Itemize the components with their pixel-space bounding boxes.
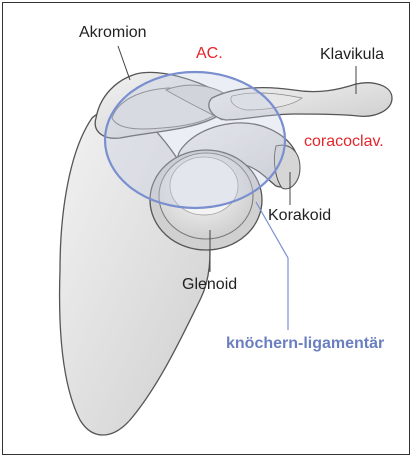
label-ac: AC. — [196, 45, 223, 62]
overlay-ring — [105, 72, 285, 208]
label-akromion: Akromion — [79, 24, 147, 41]
label-korakoid: Korakoid — [268, 207, 331, 224]
label-coracoclav: coracoclav. — [304, 133, 384, 150]
label-klavikula: Klavikula — [320, 46, 384, 63]
label-glenoid: Glenoid — [182, 276, 237, 293]
akromion-leader — [118, 46, 130, 80]
label-knochern-ligamentaer: knöchern-ligamentär — [226, 335, 384, 352]
